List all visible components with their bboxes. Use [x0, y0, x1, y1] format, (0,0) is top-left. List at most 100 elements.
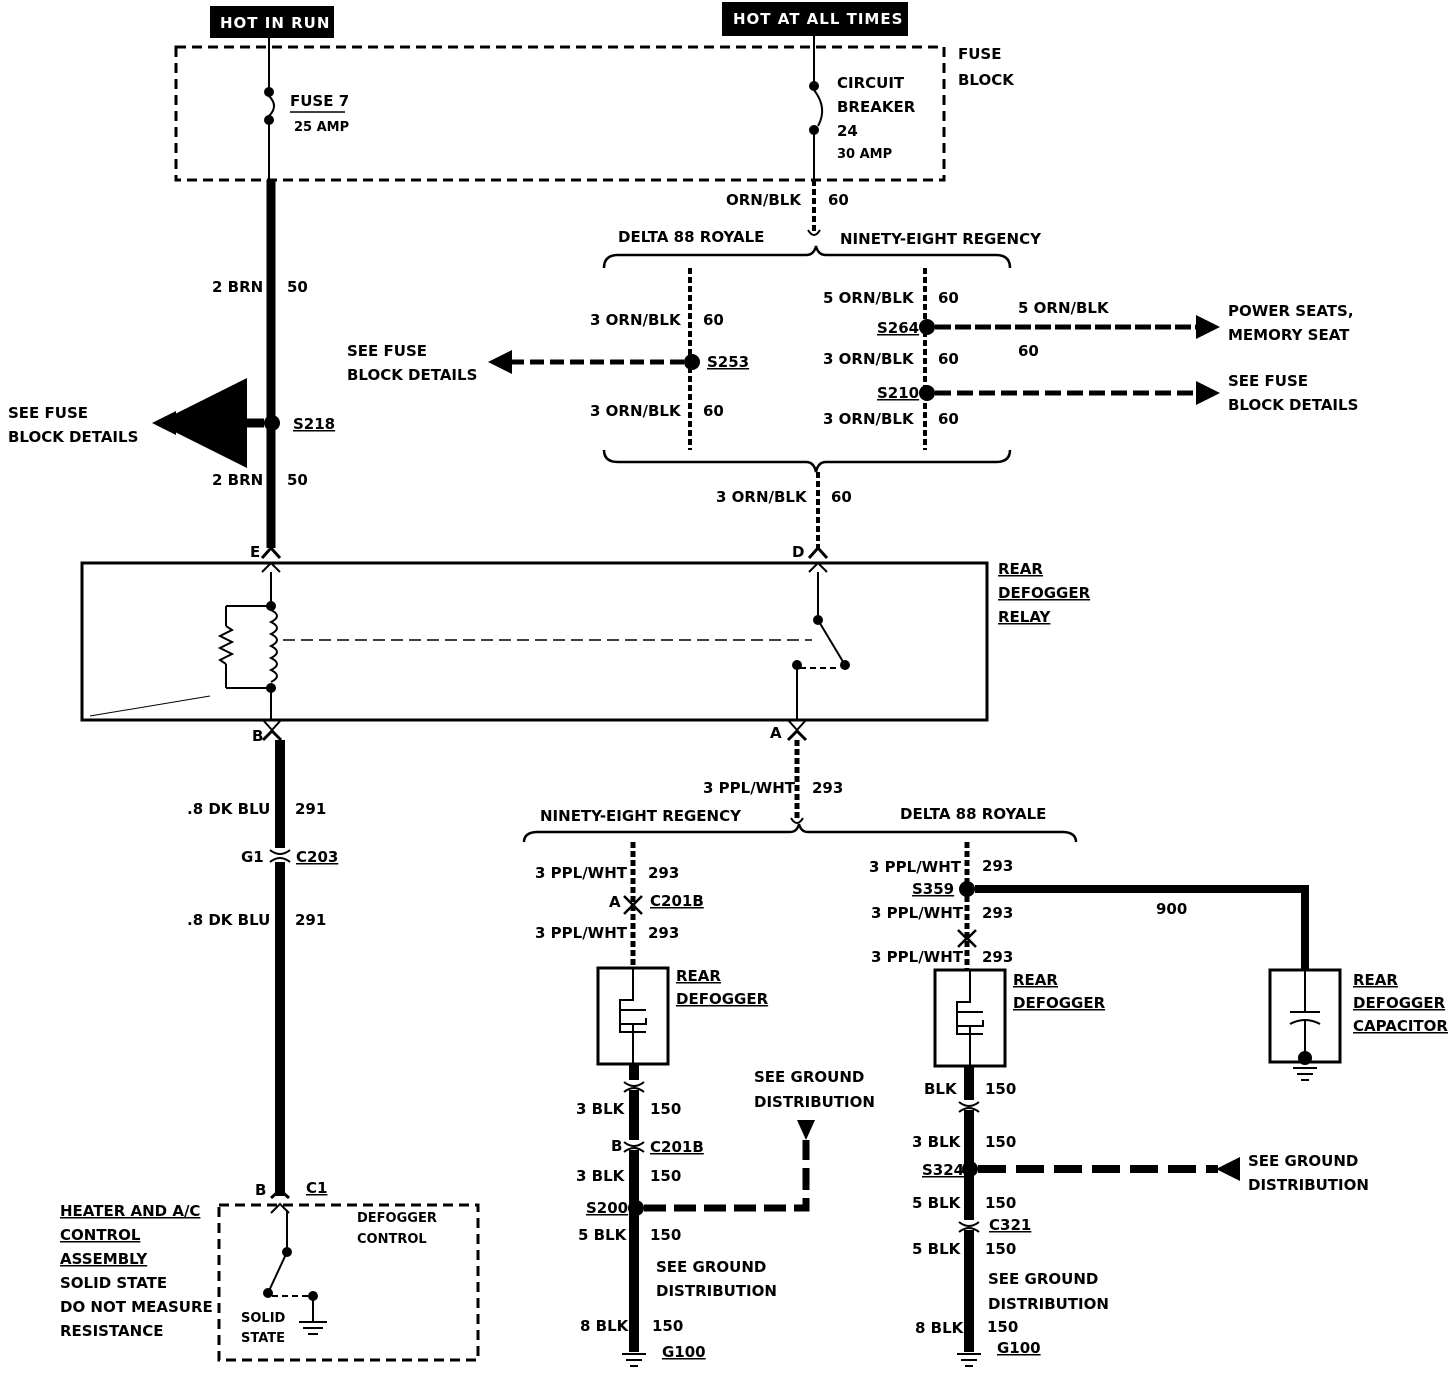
circuit-breaker-label: BREAKER — [837, 98, 916, 116]
splice-s253 — [684, 354, 700, 370]
control-assembly-note: RESISTANCE — [60, 1322, 163, 1340]
splice-s324 — [962, 1161, 978, 1177]
circuit-number: 150 — [985, 1133, 1016, 1151]
see-ground-ref: DISTRIBUTION — [754, 1093, 875, 1111]
circuit-number: 50 — [287, 471, 308, 489]
see-fuse-block-ref: BLOCK DETAILS — [347, 366, 477, 384]
fuse-block-box — [174, 45, 946, 182]
solid-state-label: SOLID — [241, 1311, 286, 1326]
connector-label: C1 — [306, 1179, 327, 1197]
control-switch — [263, 1210, 327, 1335]
hot-at-all-times-tag: HOT AT ALL TIMES — [722, 2, 908, 36]
connector-label: C203 — [296, 848, 338, 866]
connector-label: A — [770, 724, 782, 742]
circuit-number: 293 — [982, 904, 1013, 922]
splice-s359 — [959, 881, 975, 897]
connector-label: C201B — [650, 892, 704, 910]
circuit-number: 900 — [1156, 900, 1187, 918]
connector-label: B — [252, 727, 263, 745]
see-ground-ref: SEE GROUND — [656, 1258, 766, 1276]
splice-s200 — [628, 1200, 644, 1216]
circuit-number: 293 — [982, 948, 1013, 966]
wire-label: BLK — [924, 1080, 958, 1098]
circuit-number: 60 — [1018, 342, 1039, 360]
ground-label: G100 — [662, 1343, 706, 1361]
splice-label: S253 — [707, 353, 749, 371]
connector-label: B — [611, 1137, 622, 1155]
wire-label: 3 ORN/BLK — [590, 402, 682, 420]
circuit-number: 150 — [650, 1100, 681, 1118]
circuit-breaker-rating: 30 AMP — [837, 147, 892, 162]
wire-label: 5 BLK — [578, 1226, 628, 1244]
circuit-number: 60 — [938, 289, 959, 307]
circuit-number: 150 — [985, 1194, 1016, 1212]
circuit-number: 60 — [703, 311, 724, 329]
power-seats-ref: POWER SEATS, — [1228, 302, 1354, 320]
capacitor-symbol — [1289, 970, 1321, 1081]
relay-coil — [217, 572, 278, 720]
splice-label: S324 — [922, 1161, 964, 1179]
circuit-number: 60 — [831, 488, 852, 506]
see-ground-ref: DISTRIBUTION — [656, 1282, 777, 1300]
wire-label: 5 BLK — [912, 1194, 962, 1212]
wire-label: 5 BLK — [912, 1240, 962, 1258]
circuit-breaker-number: 24 — [837, 122, 858, 140]
wire-900-to-capacitor — [975, 885, 1309, 970]
see-fuse-block-ref: SEE FUSE — [8, 404, 88, 422]
ground-symbol — [622, 1353, 646, 1367]
wire-label: 3 PPL/WHT — [871, 948, 964, 966]
circuit-number: 60 — [828, 191, 849, 209]
wire-label: 2 BRN — [212, 471, 263, 489]
fuse-7-label: FUSE 7 — [290, 92, 349, 110]
variant-bracket-output — [522, 823, 1078, 843]
connector-label: B — [255, 1181, 266, 1199]
see-fuse-block-ref: BLOCK DETAILS — [8, 428, 138, 446]
rear-defogger-label: DEFOGGER — [676, 990, 769, 1008]
circuit-number: 293 — [812, 779, 843, 797]
svg-text:HOT IN RUN: HOT IN RUN — [220, 14, 330, 32]
see-ground-ref: SEE GROUND — [754, 1068, 864, 1086]
relay-switch — [792, 572, 850, 720]
connector-label: A — [609, 893, 621, 911]
connector-label: D — [792, 543, 804, 561]
solid-state-label: STATE — [241, 1331, 285, 1346]
circuit-number: 150 — [650, 1226, 681, 1244]
splice-label: S218 — [293, 415, 335, 433]
rear-defogger-label: DEFOGGER — [1013, 994, 1106, 1012]
splice-label: S264 — [877, 319, 919, 337]
see-fuse-block-ref: SEE FUSE — [1228, 372, 1308, 390]
variant-label: DELTA 88 ROYALE — [900, 805, 1046, 823]
circuit-number: 50 — [287, 278, 308, 296]
see-ground-ref: SEE GROUND — [1248, 1152, 1358, 1170]
defogger-control-box — [217, 1203, 480, 1362]
wire-label: 3 ORN/BLK — [590, 311, 682, 329]
relay-label: REAR — [998, 560, 1043, 578]
variant-label: DELTA 88 ROYALE — [618, 228, 764, 246]
variant-label: NINETY-EIGHT REGENCY — [540, 807, 742, 825]
circuit-number: 60 — [938, 410, 959, 428]
circuit-number: 150 — [985, 1240, 1016, 1258]
see-ground-ref: DISTRIBUTION — [1248, 1176, 1369, 1194]
wire-label: 3 BLK — [912, 1133, 962, 1151]
wire-label: 8 BLK — [915, 1319, 965, 1337]
wire-label: 3 ORN/BLK — [823, 350, 915, 368]
connector-label: E — [250, 543, 260, 561]
relay-label: RELAY — [998, 608, 1052, 626]
circuit-number: 150 — [987, 1318, 1018, 1336]
circuit-number: 150 — [652, 1317, 683, 1335]
control-assembly-label: ASSEMBLY — [60, 1250, 148, 1268]
circuit-number: 150 — [650, 1167, 681, 1185]
rear-defogger-label: REAR — [1013, 971, 1058, 989]
power-seats-ref: MEMORY SEAT — [1228, 326, 1350, 344]
circuit-number: 293 — [648, 924, 679, 942]
wire-label: 3 PPL/WHT — [871, 904, 964, 922]
wire-label: 3 PPL/WHT — [535, 864, 628, 882]
wire-label: .8 DK BLU — [187, 911, 270, 929]
variant-bracket-top — [602, 245, 1012, 269]
splice-s210 — [919, 385, 935, 401]
see-ground-ref: SEE GROUND — [988, 1270, 1098, 1288]
wire-label: 2 BRN — [212, 278, 263, 296]
variant-label: NINETY-EIGHT REGENCY — [840, 230, 1042, 248]
hot-in-run-tag: HOT IN RUN — [210, 6, 334, 38]
